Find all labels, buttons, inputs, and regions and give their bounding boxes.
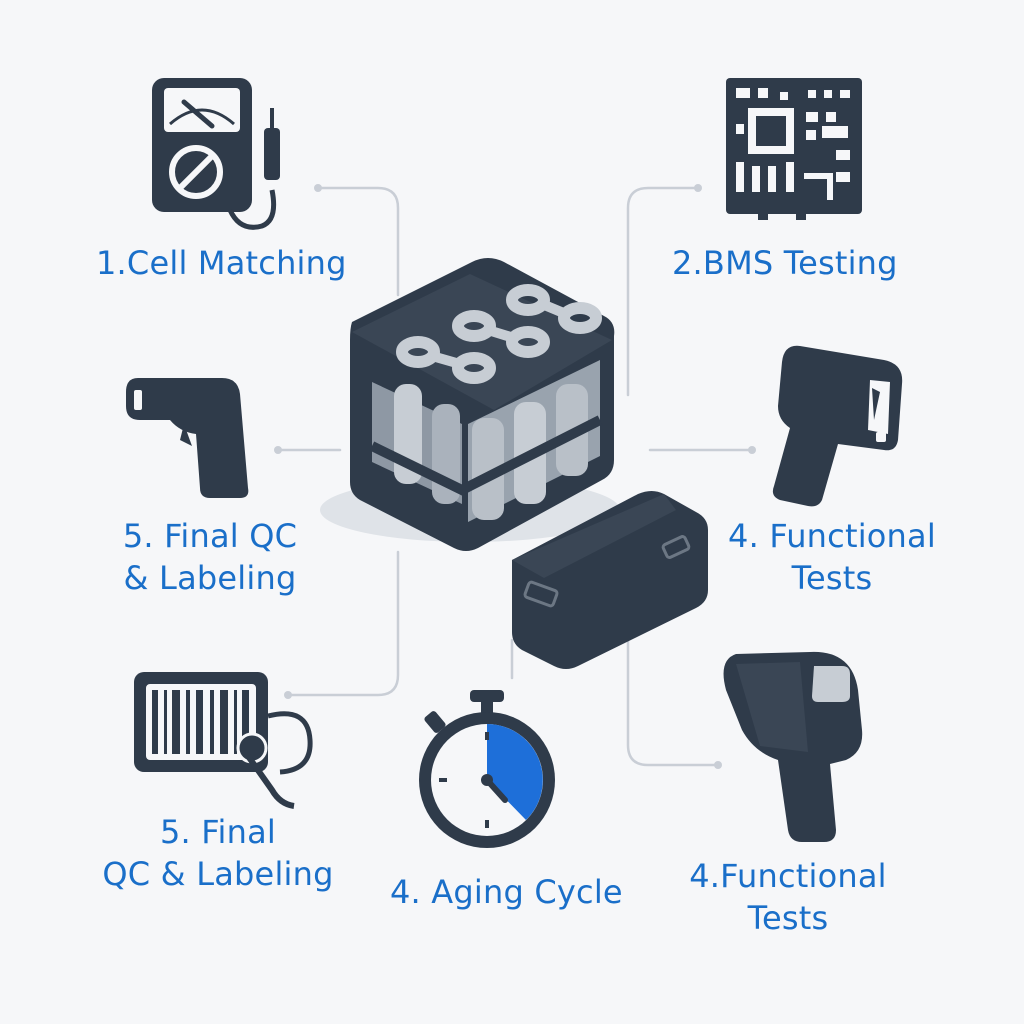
label-final-qc-bottom-line1: 5. Final [159,813,277,851]
connector-lines [274,184,756,769]
label-bms-testing: 2.BMS Testing [672,244,898,282]
bms-module-icon [512,491,708,669]
label-functional-bottom: 4.Functional Tests [668,860,908,934]
label-final-qc-left-line1: 5. Final QC [122,517,298,555]
multimeter-icon [152,78,280,230]
stopwatch-icon [419,690,555,848]
label-final-qc-left: 5. Final QC & Labeling [110,520,310,594]
circuit-board-icon [726,78,862,220]
barcode-label-icon [134,672,313,809]
connector-bms-testing [626,186,700,397]
label-final-qc-bottom-line2: QC & Labeling [102,855,334,893]
infrared-thermometer-icon [723,651,863,842]
connector-cell-matching [316,186,400,297]
connector-functional-bottom [626,618,720,767]
label-aging-cycle: 4. Aging Cycle [390,873,623,911]
label-final-qc-left-line2: & Labeling [123,559,297,597]
thermal-gun-icon [772,345,903,507]
connector-final-qc-bottom [286,550,400,697]
label-functional-right-line1: 4. Functional [728,517,936,555]
label-functional-right-line2: Tests [791,559,873,597]
label-functional-right: 4. Functional Tests [716,520,948,594]
label-functional-bottom-line1: 4.Functional [689,857,887,895]
label-functional-bottom-line2: Tests [747,899,829,937]
label-final-qc-bottom: 5. Final QC & Labeling [96,816,340,890]
barcode-scanner-icon [126,378,249,498]
label-cell-matching: 1.Cell Matching [96,244,347,282]
battery-pack-icon [320,258,620,551]
